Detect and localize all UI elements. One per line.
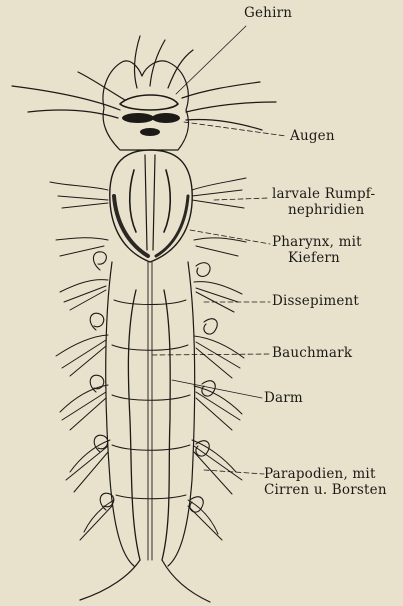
label-bauchmark-text: Bauchmark [272, 345, 352, 361]
label-dissepiment-text: Dissepiment [272, 293, 359, 309]
label-darm-text: Darm [264, 390, 303, 406]
label-darm: Darm [264, 390, 303, 406]
label-pharynx-line1: Pharynx, mit [272, 234, 362, 250]
eyes [122, 113, 180, 136]
label-bauchmark: Bauchmark [272, 345, 352, 361]
parapodia-left [50, 182, 114, 540]
gut [128, 290, 170, 560]
parapodia-right [188, 178, 246, 540]
label-parapodien: Parapodien, mit Cirren u. Borsten [264, 466, 387, 498]
label-pharynx-line2: Kiefern [272, 250, 362, 266]
label-parapodien-line1: Parapodien, mit [264, 466, 387, 482]
label-nephridia-line2: nephridien [272, 202, 375, 218]
label-parapodien-line2: Cirren u. Borsten [264, 482, 387, 498]
label-gehirn-text: Gehirn [244, 5, 292, 21]
label-pharynx: Pharynx, mit Kiefern [272, 234, 362, 266]
brain [120, 95, 178, 110]
ventral-nerve-cord [148, 262, 152, 560]
label-larval-nephridia: larvale Rumpf- nephridien [272, 186, 375, 218]
dissepiments [112, 300, 190, 499]
pharynx-with-jaws [110, 150, 192, 262]
body-outline [106, 262, 195, 566]
label-dissepiment: Dissepiment [272, 293, 359, 309]
label-nephridia-line1: larvale Rumpf- [272, 186, 375, 202]
label-gehirn: Gehirn [244, 5, 292, 21]
tail-cirri [80, 560, 210, 602]
label-augen: Augen [290, 128, 335, 144]
label-augen-text: Augen [290, 128, 335, 144]
